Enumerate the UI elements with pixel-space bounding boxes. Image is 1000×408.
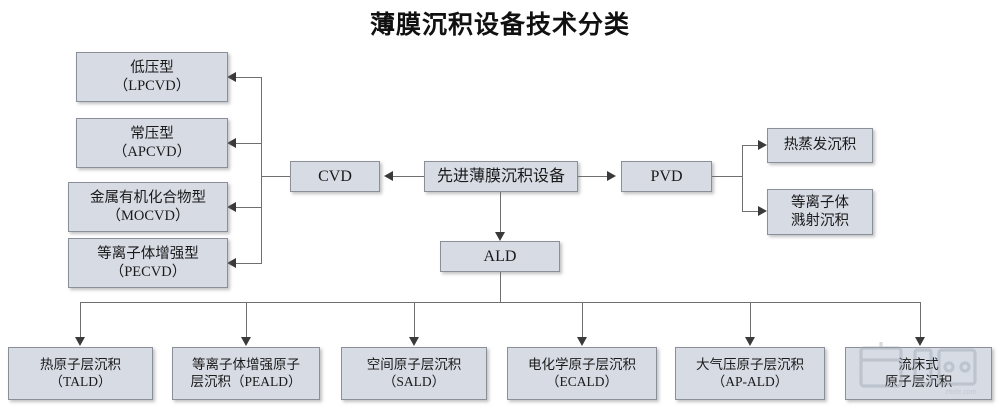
page-title: 薄膜沉积设备技术分类	[369, 12, 630, 39]
pvd-trunk-line	[712, 176, 743, 177]
ald-arrow-2	[241, 337, 251, 346]
node-pecvd-line1: 等离子体增强型	[97, 245, 199, 262]
node-lpcvd-line2: （LPCVD）	[113, 78, 191, 94]
root-to-ald-arrow	[495, 232, 505, 241]
node-peald[interactable]: 等离子体增强原子 层沉积（PEALD）	[172, 347, 320, 400]
root-to-cvd-arrow	[384, 171, 393, 181]
node-ecald[interactable]: 电化学原子层沉积 （ECALD）	[507, 347, 657, 400]
cvd-stub-2	[236, 143, 262, 144]
node-apcvd-line1: 常压型	[130, 125, 174, 142]
node-plasma-sputtering-line2: 溅射沉积	[791, 213, 849, 229]
pvd-arrow-1	[758, 140, 767, 150]
node-fluidized-bed-ald-line1: 流床式	[898, 356, 939, 372]
node-thermal-evaporation[interactable]: 热蒸发沉积	[767, 128, 873, 163]
ald-down-line	[500, 272, 501, 302]
cvd-stub-1	[236, 77, 262, 78]
node-pvd[interactable]: PVD	[621, 161, 712, 192]
node-ald[interactable]: ALD	[440, 241, 560, 272]
node-peald-line1: 等离子体增强原子	[192, 356, 300, 372]
node-cvd-label: CVD	[318, 167, 352, 185]
cvd-vertical-bus	[261, 77, 262, 263]
node-mocvd-line2: （MOCVD）	[106, 208, 190, 224]
node-ap-ald[interactable]: 大气压原子层沉积 （AP-ALD）	[675, 347, 825, 400]
node-sald[interactable]: 空间原子层沉积 （SALD）	[341, 347, 487, 400]
node-ecald-line1: 电化学原子层沉积	[528, 356, 636, 372]
node-tald-line1: 热原子层沉积	[40, 356, 121, 372]
cvd-stub-4	[236, 263, 262, 264]
node-plasma-sputtering[interactable]: 等离子体 溅射沉积	[767, 189, 873, 235]
ald-drop-6	[920, 302, 921, 339]
node-sald-line1: 空间原子层沉积	[366, 356, 462, 372]
ald-drop-4	[582, 302, 583, 339]
root-to-cvd-line	[393, 176, 424, 177]
node-fluidized-bed-ald-line2: 原子层沉积	[884, 373, 953, 389]
ald-arrow-4	[577, 337, 587, 346]
cvd-arrow-3	[227, 202, 236, 212]
node-ap-ald-line1: 大气压原子层沉积	[696, 356, 804, 372]
ald-drop-2	[246, 302, 247, 339]
ald-arrow-1	[75, 337, 85, 346]
ald-drop-1	[80, 302, 81, 339]
node-mocvd-line1: 金属有机化合物型	[90, 189, 206, 206]
node-ald-label: ALD	[483, 247, 517, 265]
root-to-pvd-arrow	[607, 171, 616, 181]
node-fluidized-bed-ald[interactable]: 流床式 原子层沉积	[845, 347, 992, 400]
ald-horizontal-bus	[80, 302, 920, 303]
node-thermal-evaporation-label: 热蒸发沉积	[783, 137, 857, 154]
root-to-pvd-line	[578, 176, 608, 177]
node-pecvd[interactable]: 等离子体增强型 （PECVD）	[68, 238, 228, 288]
node-ap-ald-line2: （AP-ALD）	[711, 373, 789, 389]
node-lpcvd[interactable]: 低压型 （LPCVD）	[76, 52, 228, 102]
node-ecald-line2: （ECALD）	[546, 373, 618, 389]
ald-arrow-3	[409, 337, 419, 346]
cvd-arrow-2	[227, 138, 236, 148]
node-lpcvd-line1: 低压型	[130, 59, 174, 76]
node-root[interactable]: 先进薄膜沉积设备	[424, 161, 578, 192]
node-cvd[interactable]: CVD	[290, 161, 380, 192]
cvd-trunk-line	[261, 176, 291, 177]
pvd-vertical-bus	[742, 145, 743, 212]
ald-drop-5	[750, 302, 751, 339]
cvd-arrow-4	[227, 258, 236, 268]
pvd-arrow-2	[758, 206, 767, 216]
node-sald-line2: （SALD）	[382, 373, 446, 389]
node-mocvd[interactable]: 金属有机化合物型 （MOCVD）	[68, 182, 228, 232]
node-plasma-sputtering-line1: 等离子体	[791, 194, 849, 211]
cvd-stub-3	[236, 207, 262, 208]
node-tald-line2: （TALD）	[49, 373, 112, 389]
node-pecvd-line2: （PECVD）	[109, 264, 187, 280]
ald-arrow-6	[915, 337, 925, 346]
cvd-arrow-1	[227, 72, 236, 82]
node-apcvd-line2: （APCVD）	[112, 144, 192, 160]
node-pvd-label: PVD	[650, 167, 683, 185]
pvd-stub-1	[742, 145, 759, 146]
ald-arrow-5	[745, 337, 755, 346]
node-root-label: 先进薄膜沉积设备	[436, 167, 565, 185]
pvd-stub-2	[742, 211, 759, 212]
root-to-ald-line	[500, 192, 501, 234]
ald-drop-3	[414, 302, 415, 339]
node-apcvd[interactable]: 常压型 （APCVD）	[76, 118, 228, 168]
node-tald[interactable]: 热原子层沉积 （TALD）	[8, 347, 153, 400]
node-peald-line2: 层沉积（PEALD）	[190, 373, 302, 389]
